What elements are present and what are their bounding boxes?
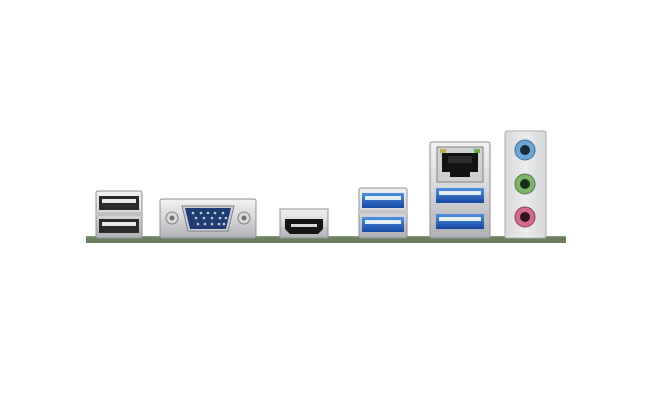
pcb-edge — [86, 237, 566, 243]
audio-jack-block — [504, 130, 547, 239]
hdmi-port — [279, 208, 329, 239]
usb3-port-stack — [358, 187, 408, 239]
lan-usb3-tower — [429, 141, 491, 239]
usb2-port-stack — [95, 190, 143, 239]
vga-port — [159, 198, 257, 239]
